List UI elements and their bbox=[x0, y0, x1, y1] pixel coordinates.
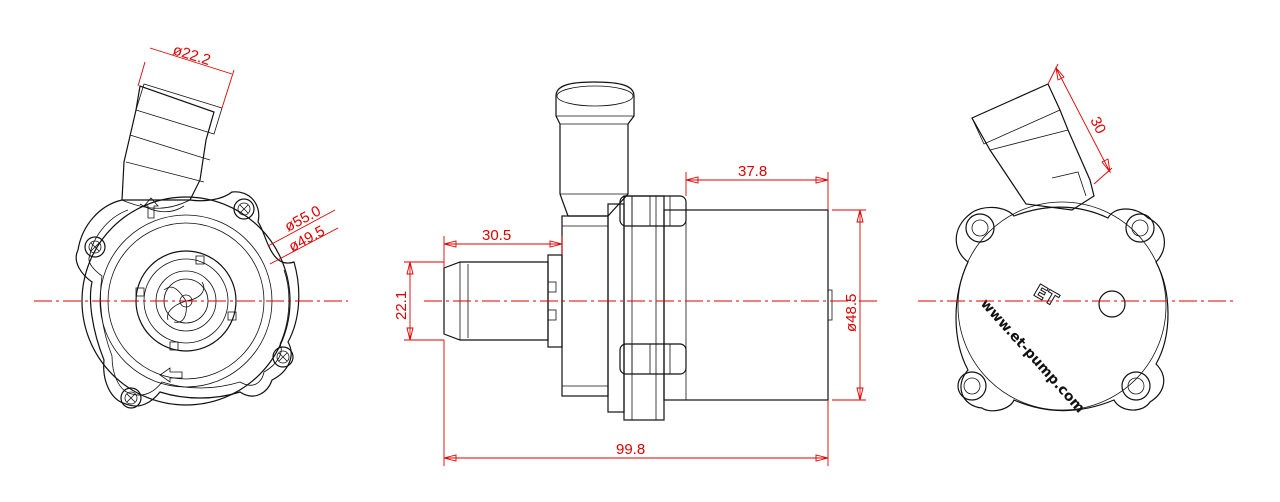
dim-overall-length: 99.8 bbox=[616, 441, 645, 458]
dim-motor-diameter: ø48.5 bbox=[843, 294, 860, 332]
side-view bbox=[443, 81, 833, 421]
back-view-dimensions: 30 bbox=[918, 63, 1236, 302]
front-view-dimensions: ø22.2 ø55.0 ø49.5 bbox=[34, 42, 348, 302]
mounting-hole-icon bbox=[1125, 213, 1155, 243]
dim-motor-length: 37.8 bbox=[738, 163, 767, 180]
dim-inlet-diameter: ø22.2 bbox=[171, 42, 213, 69]
dim-inlet-length: 30.5 bbox=[482, 227, 511, 244]
side-view-dimensions: 30.5 37.8 22.1 ø48.5 99.8 bbox=[393, 163, 880, 466]
mounting-hole-icon bbox=[965, 213, 995, 243]
screw-icon bbox=[272, 346, 294, 368]
dim-inlet-height: 22.1 bbox=[393, 291, 410, 320]
mounting-hole-icon bbox=[1121, 371, 1151, 401]
website-text: www.et-pump.com bbox=[977, 296, 1088, 416]
et-logo: ET bbox=[1030, 281, 1062, 312]
dim-outlet-length: 30 bbox=[1086, 114, 1109, 137]
screw-icon bbox=[84, 236, 106, 258]
back-view: ET www.et-pump.com bbox=[955, 83, 1169, 416]
arrow-up-icon bbox=[143, 197, 159, 219]
arrow-left-icon bbox=[159, 367, 183, 383]
front-view bbox=[75, 83, 300, 409]
screw-icon bbox=[233, 198, 255, 220]
screw-icon bbox=[120, 387, 142, 409]
mounting-hole-icon bbox=[957, 371, 987, 401]
